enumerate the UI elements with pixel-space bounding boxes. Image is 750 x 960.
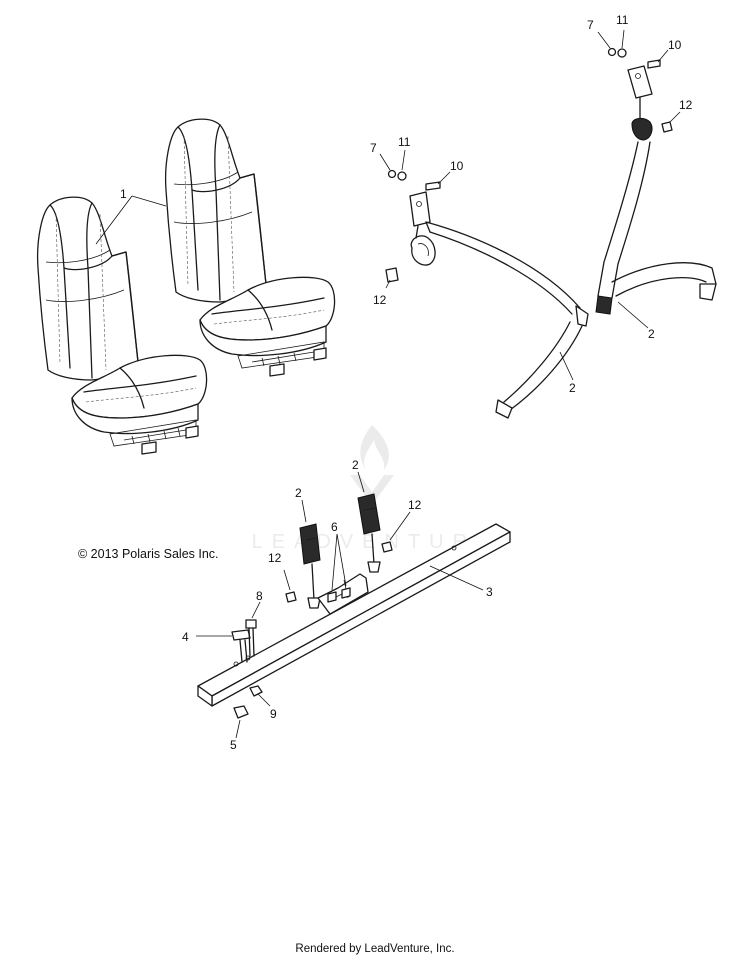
leadventure-watermark: LEADVENTURE xyxy=(252,425,489,553)
buckle-right xyxy=(357,493,381,573)
callout-10: 10 xyxy=(450,159,464,173)
callout-2: 2 xyxy=(352,458,359,472)
callout-3: 3 xyxy=(486,585,493,599)
callout-labels: 1 2 2 2 2 3 4 5 6 7 7 8 9 10 10 11 11 12… xyxy=(120,13,693,752)
leader-lines xyxy=(95,29,681,739)
callout-2: 2 xyxy=(295,486,302,500)
callout-7: 7 xyxy=(587,18,594,32)
callout-8: 8 xyxy=(256,589,263,603)
callout-12: 12 xyxy=(268,551,282,565)
callout-12: 12 xyxy=(679,98,693,112)
callout-2: 2 xyxy=(648,327,655,341)
callout-2: 2 xyxy=(569,381,576,395)
seat-belt-right-upper xyxy=(595,65,717,315)
callout-7: 7 xyxy=(370,141,377,155)
callout-6: 6 xyxy=(331,520,338,534)
seat-belt-left-upper xyxy=(409,191,589,419)
callout-11: 11 xyxy=(616,13,629,27)
buckle-left xyxy=(299,523,321,609)
callout-4: 4 xyxy=(182,630,189,644)
callout-5: 5 xyxy=(230,738,237,752)
seat-left xyxy=(36,196,208,455)
hardware xyxy=(231,47,673,719)
callout-11: 11 xyxy=(398,135,411,149)
footer-credit: Rendered by LeadVenture, Inc. xyxy=(295,943,455,955)
copyright-notice: © 2013 Polaris Sales Inc. xyxy=(78,547,219,561)
callout-12: 12 xyxy=(373,293,387,307)
seat-right xyxy=(164,118,336,377)
callout-1: 1 xyxy=(120,187,127,201)
callout-9: 9 xyxy=(270,707,277,721)
callout-12: 12 xyxy=(408,498,422,512)
callout-10: 10 xyxy=(668,38,682,52)
